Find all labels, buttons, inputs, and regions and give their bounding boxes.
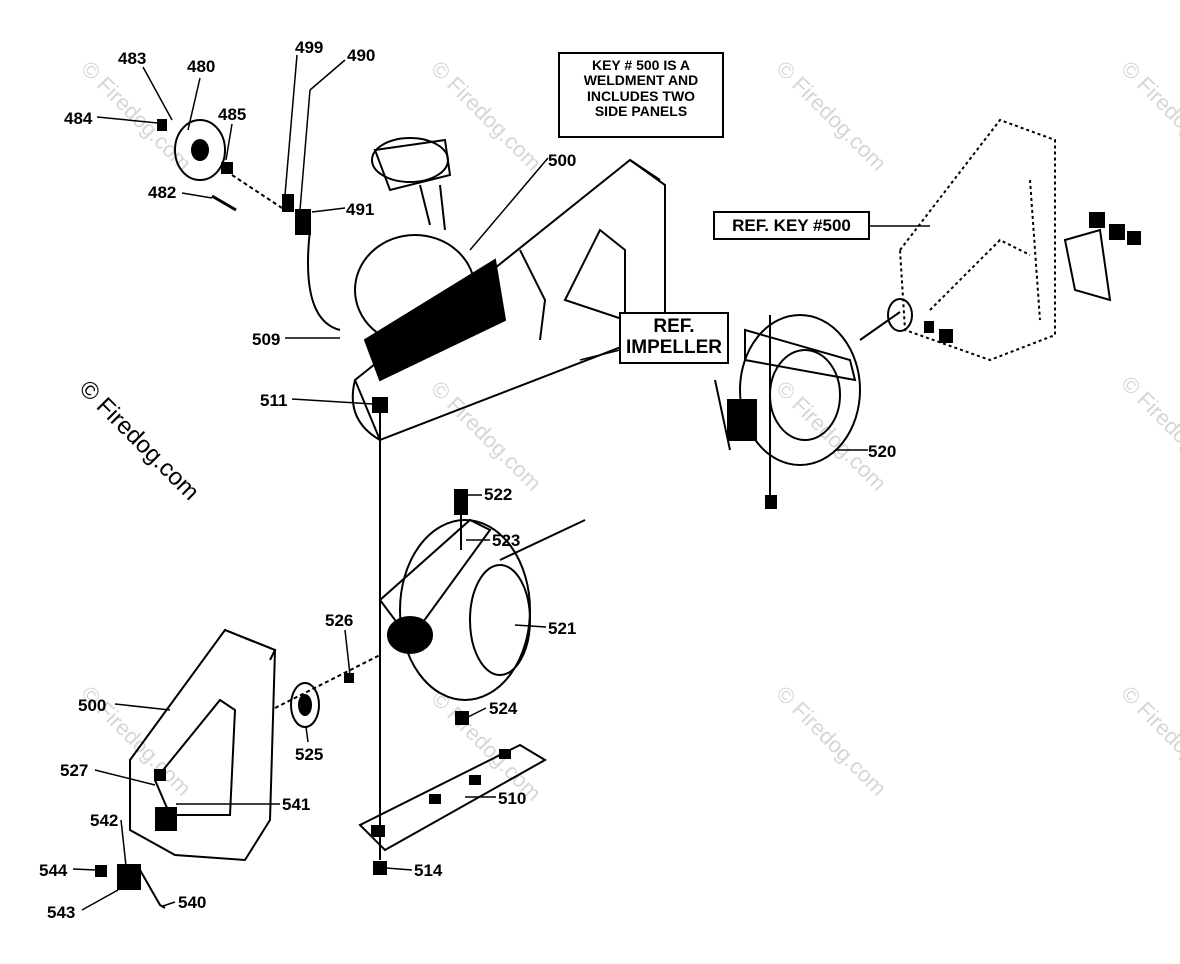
impeller-520 bbox=[714, 314, 861, 509]
bracket-right bbox=[859, 212, 1141, 343]
callout-525: 525 bbox=[295, 745, 323, 764]
watermark-1: © Firedog.com bbox=[76, 56, 196, 176]
callout-542: 542 bbox=[90, 811, 118, 830]
callout-540: 540 bbox=[178, 893, 206, 912]
side-panel-ref bbox=[898, 118, 1056, 362]
callout-523: 523 bbox=[492, 531, 520, 550]
callout-482: 482 bbox=[148, 183, 176, 202]
leader-lines bbox=[72, 54, 930, 911]
callout-524: 524 bbox=[489, 699, 518, 718]
watermark-5: © Firedog.com bbox=[426, 376, 546, 496]
callout-480: 480 bbox=[187, 57, 215, 76]
callout-510: 510 bbox=[498, 789, 526, 808]
watermark-9: © Firedog.com bbox=[426, 686, 546, 806]
watermark-10: © Firedog.com bbox=[771, 681, 891, 801]
bearing-525 bbox=[274, 654, 381, 728]
ref-key-text: REF. KEY #500 bbox=[732, 216, 851, 235]
callout-500-top: 500 bbox=[548, 151, 576, 170]
weldment-note: KEY # 500 IS A WELDMENT AND INCLUDES TWO… bbox=[558, 52, 724, 138]
callout-521: 521 bbox=[548, 619, 576, 638]
callout-484: 484 bbox=[64, 109, 93, 128]
ref-impeller-line-2: IMPELLER bbox=[625, 336, 723, 358]
watermark-4: © Firedog.com bbox=[1116, 56, 1180, 176]
gear-assembly-480 bbox=[157, 119, 286, 212]
ref-impeller-line-1: REF. bbox=[653, 316, 695, 337]
watermark-2: © Firedog.com bbox=[426, 56, 546, 176]
side-panel-500 bbox=[95, 628, 277, 909]
watermark-3: © Firedog.com bbox=[771, 56, 891, 176]
weldment-note-line-2: WELDMENT AND bbox=[583, 72, 699, 89]
callout-labels: 483 480 484 485 482 499 490 491 500 509 … bbox=[39, 38, 896, 922]
callout-509: 509 bbox=[252, 330, 280, 349]
callout-544: 544 bbox=[39, 861, 68, 880]
callout-485: 485 bbox=[218, 105, 246, 124]
callout-500-left: 500 bbox=[78, 696, 106, 715]
ref-impeller-note: REF. IMPELLER bbox=[619, 312, 729, 364]
impeller-521 bbox=[378, 489, 586, 725]
housing-500 bbox=[282, 137, 666, 442]
callout-541: 541 bbox=[282, 795, 310, 814]
callout-499: 499 bbox=[295, 38, 323, 57]
weldment-note-line-1: KEY # 500 IS A bbox=[591, 57, 691, 73]
watermark-7: © Firedog.com bbox=[1116, 371, 1180, 491]
watermark-main: © Firedog.com bbox=[74, 375, 205, 506]
callout-514: 514 bbox=[414, 861, 443, 880]
callout-543: 543 bbox=[47, 903, 75, 922]
callout-511: 511 bbox=[260, 391, 287, 410]
callout-520: 520 bbox=[868, 442, 896, 461]
faint-watermarks: © Firedog.com © Firedog.com © Firedog.co… bbox=[76, 56, 1180, 806]
part-511 bbox=[372, 397, 388, 413]
callout-483: 483 bbox=[118, 49, 146, 68]
callout-491: 491 bbox=[346, 200, 374, 219]
callout-527: 527 bbox=[60, 761, 88, 780]
ref-key-note: REF. KEY #500 bbox=[713, 211, 870, 240]
watermark-11: © Firedog.com bbox=[1116, 681, 1180, 801]
weldment-note-line-4: SIDE PANELS bbox=[594, 103, 688, 120]
callout-490: 490 bbox=[347, 46, 375, 65]
skid-510 bbox=[358, 743, 547, 875]
weldment-note-line-3: INCLUDES TWO bbox=[586, 87, 696, 104]
callout-526: 526 bbox=[325, 611, 353, 630]
callout-522: 522 bbox=[484, 485, 512, 504]
